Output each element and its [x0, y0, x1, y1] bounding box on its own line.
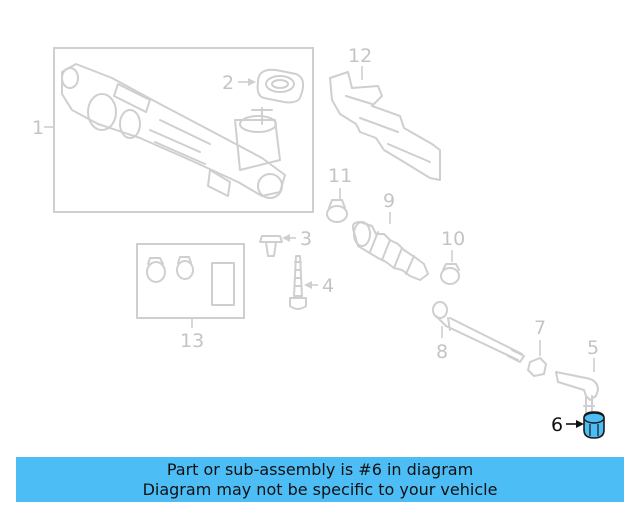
callout-2: 2 — [222, 72, 234, 94]
callout-1: 1 — [32, 117, 44, 139]
callout-10: 10 — [441, 228, 465, 250]
callout-13: 13 — [180, 330, 204, 352]
callout-8: 8 — [436, 341, 448, 363]
callout-6: 6 — [551, 414, 563, 436]
callout-4: 4 — [322, 275, 334, 297]
heat-shield-part-12 — [329, 71, 441, 181]
callout-9: 9 — [383, 190, 395, 212]
boot-part-9 — [351, 221, 429, 281]
kit-contents — [146, 256, 235, 306]
nut-part-6-highlighted[interactable] — [583, 411, 605, 439]
info-banner: Part or sub-assembly is #6 in diagram Di… — [16, 457, 624, 502]
steering-gear-box — [53, 47, 314, 213]
callout-12: 12 — [348, 45, 372, 67]
callout-11: 11 — [328, 165, 352, 187]
bushing-part-2 — [256, 68, 305, 104]
outer-tie-rod-end-part-5 — [555, 371, 599, 413]
callout-7: 7 — [534, 317, 546, 339]
bolt-part-3 — [259, 235, 283, 257]
banner-line-1: Part or sub-assembly is #6 in diagram — [166, 459, 474, 479]
kit-box — [136, 243, 245, 319]
banner-line-2: Diagram may not be specific to your vehi… — [142, 479, 498, 499]
callout-5: 5 — [587, 337, 599, 359]
inner-tie-rod-part-8 — [432, 301, 525, 363]
callout-3: 3 — [300, 228, 312, 250]
steering-gear-assembly — [61, 63, 286, 199]
clamp-part-11 — [326, 199, 348, 223]
bolt-part-4 — [289, 255, 307, 310]
clamp-part-10 — [440, 263, 460, 285]
nut-part-7 — [527, 357, 547, 377]
